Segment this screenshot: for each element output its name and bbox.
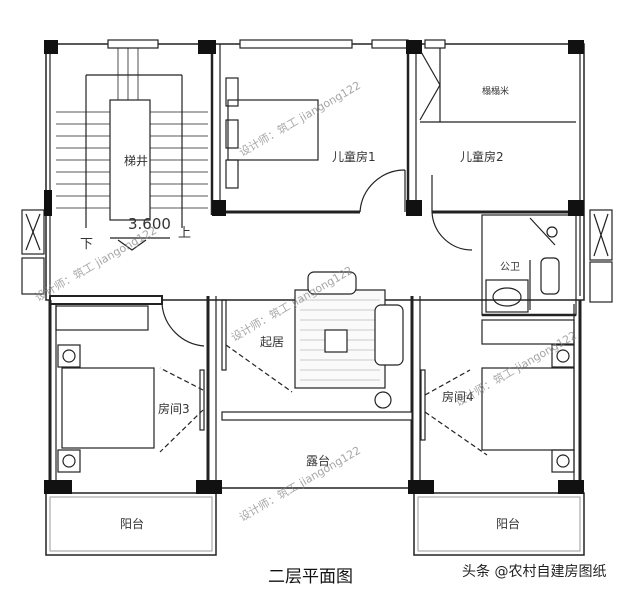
source-credit: 头条 @农村自建房图纸 [462, 564, 607, 580]
drawing-title: 二层平面图 [268, 567, 353, 587]
room-label-balcony-left: 阳台 [120, 517, 145, 531]
room-label-kids-room-2: 儿童房2 [460, 150, 504, 164]
room-label-living: 起居 [260, 335, 285, 349]
room-label-bathroom: 公卫 [500, 262, 520, 273]
room-label-tatami: 榻榻米 [482, 87, 510, 97]
room-label-balcony-right: 阳台 [496, 517, 521, 531]
room-label-room-3: 房间3 [158, 402, 190, 416]
room-label-stairwell: 梯井 [124, 154, 149, 168]
room-label-kids-room-1: 儿童房1 [332, 150, 376, 164]
stair-down-label: 下 [80, 237, 94, 252]
room-label-room-4: 房间4 [442, 390, 474, 404]
room-label-terrace: 露台 [306, 454, 331, 468]
floor-elevation: 3.600 [128, 215, 171, 233]
stair-up-label: 上 [178, 226, 192, 241]
